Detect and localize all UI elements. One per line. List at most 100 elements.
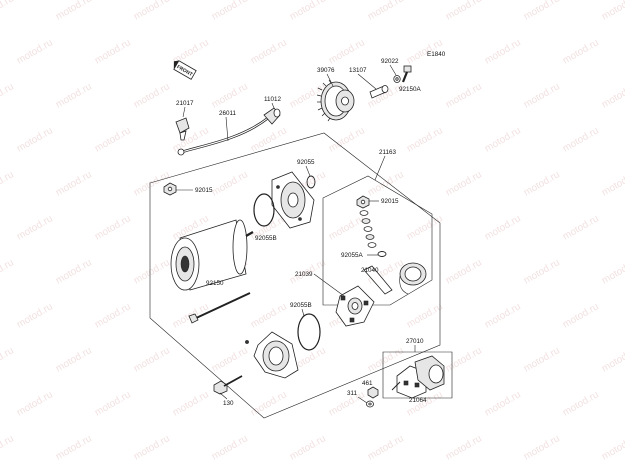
label-92015-left: 92015	[195, 187, 213, 194]
watermark-text: motod.ru	[0, 0, 16, 23]
bolt-130	[213, 375, 243, 395]
idle-gear-39076	[316, 79, 355, 122]
watermark-text: motod.ru	[249, 301, 289, 330]
label-92055: 92055	[297, 159, 315, 166]
watermark-text: motod.ru	[249, 125, 289, 154]
bolt-92150a	[401, 65, 412, 83]
label-21039: 21039	[295, 271, 313, 278]
watermark-text: motod.ru	[522, 345, 562, 374]
through-bolt-92150	[188, 292, 251, 324]
watermark-text: motod.ru	[0, 169, 16, 198]
watermark-text: motod.ru	[483, 389, 523, 418]
assembly-outline	[149, 132, 441, 419]
watermark-text: motod.ru	[93, 125, 133, 154]
watermark-text: motod.ru	[132, 433, 172, 462]
label-21017: 21017	[176, 100, 194, 107]
starter-motor-body	[170, 219, 254, 291]
watermark-text: motod.ru	[600, 169, 625, 198]
watermark-text: motod.ru	[93, 389, 133, 418]
washer-311	[366, 400, 374, 408]
watermark-text: motod.ru	[288, 0, 328, 23]
watermark-text: motod.ru	[249, 389, 289, 418]
watermark-text: motod.ru	[444, 0, 484, 23]
watermark-text: motod.ru	[600, 345, 625, 374]
relay-subassembly-outline	[382, 351, 453, 399]
label-21163: 21163	[379, 149, 397, 156]
front-badge: FRONT	[173, 60, 197, 80]
label-92015-right: 92015	[381, 198, 399, 205]
watermark-text: motod.ru	[522, 169, 562, 198]
label-11012: 11012	[264, 96, 282, 103]
watermark-text: motod.ru	[171, 389, 211, 418]
watermark-text: motod.ru	[93, 37, 133, 66]
watermark-text: motod.ru	[522, 0, 562, 23]
watermark-text: motod.ru	[522, 433, 562, 462]
nut-92015-right	[356, 195, 370, 209]
watermark-text: motod.ru	[405, 213, 445, 242]
label-92150a: 92150A	[399, 86, 422, 93]
watermark-text: motod.ru	[132, 81, 172, 110]
front-cover	[271, 171, 315, 229]
watermark-text: motod.ru	[366, 0, 406, 23]
watermark-text: motod.ru	[483, 37, 523, 66]
o-ring-92055b-top	[253, 193, 275, 227]
watermark-text: motod.ru	[0, 81, 16, 110]
watermark-text: motod.ru	[210, 345, 250, 374]
label-92055a: 92055A	[341, 252, 364, 259]
label-92150: 92150	[206, 280, 224, 287]
washer-92022	[393, 75, 401, 83]
watermark-text: motod.ru	[132, 0, 172, 23]
brush-holder-21039	[335, 285, 375, 327]
watermark-text: motod.ru	[444, 257, 484, 286]
watermark-text: motod.ru	[600, 257, 625, 286]
subassembly-outline-21163	[322, 175, 433, 306]
o-ring-92055a	[377, 251, 387, 257]
watermark-text: motod.ru	[600, 0, 625, 23]
cap-21017	[175, 117, 190, 141]
watermark-text: motod.ru	[210, 0, 250, 23]
o-ring-92055b-bottom	[297, 313, 321, 351]
watermark-text: motod.ru	[600, 81, 625, 110]
watermark-text: motod.ru	[561, 389, 601, 418]
watermark-text: motod.ru	[54, 345, 94, 374]
label-39076: 39076	[317, 67, 335, 74]
watermark-text: motod.ru	[327, 213, 367, 242]
watermark-text: motod.ru	[522, 257, 562, 286]
watermark-text: motod.ru	[522, 81, 562, 110]
watermark-text: motod.ru	[0, 257, 16, 286]
watermark-text: motod.ru	[366, 345, 406, 374]
watermark-text: motod.ru	[444, 81, 484, 110]
watermark-text: motod.ru	[132, 169, 172, 198]
watermark-text: motod.ru	[15, 213, 55, 242]
watermark-text: motod.ru	[561, 213, 601, 242]
watermark-text: motod.ru	[561, 125, 601, 154]
washer-stack	[359, 210, 377, 248]
watermark-text: motod.ru	[93, 213, 133, 242]
watermark-text: motod.ru	[54, 81, 94, 110]
terminal-21040	[363, 265, 393, 295]
nut-92015-left	[163, 182, 177, 196]
watermark-text: motod.ru	[0, 433, 16, 462]
watermark-text: motod.ru	[600, 433, 625, 462]
watermark-text: motod.ru	[15, 37, 55, 66]
watermark-text: motod.ru	[561, 301, 601, 330]
watermark-text: motod.ru	[15, 301, 55, 330]
shaft-13107	[369, 85, 389, 99]
o-ring-92055	[306, 175, 316, 189]
watermark-text: motod.ru	[561, 37, 601, 66]
watermark-text: motod.ru	[132, 257, 172, 286]
label-92055b-top: 92055B	[255, 235, 277, 242]
watermark-text: motod.ru	[0, 345, 16, 374]
label-92055b-bottom: 92055B	[290, 302, 312, 309]
relay-cap	[414, 355, 445, 391]
watermark-text: motod.ru	[327, 37, 367, 66]
watermark-text: motod.ru	[444, 345, 484, 374]
brush-spring-ring	[399, 262, 427, 295]
label-26011: 26011	[219, 110, 237, 117]
watermark-text: motod.ru	[405, 301, 445, 330]
watermark-text: motod.ru	[405, 125, 445, 154]
watermark-text: motod.ru	[249, 37, 289, 66]
watermark-text: motod.ru	[483, 125, 523, 154]
diagram-code: E1840	[427, 51, 446, 58]
